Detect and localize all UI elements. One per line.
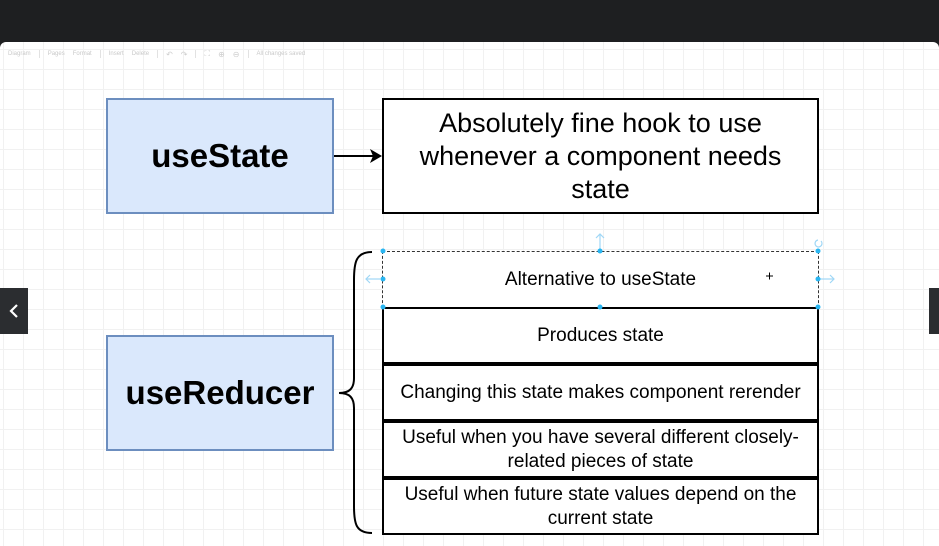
- list-item-produces-state[interactable]: Produces state: [382, 307, 819, 364]
- selection-handles[interactable]: [365, 233, 835, 284]
- toolbar-separator: [195, 50, 197, 58]
- cursor-icon: [766, 272, 773, 280]
- toolbar-item-delete[interactable]: Delete: [131, 51, 150, 57]
- zoom-out-icon[interactable]: ⊖: [232, 49, 240, 59]
- toolbar-separator: [157, 50, 159, 58]
- toolbar-item-format[interactable]: Format: [72, 51, 92, 57]
- list-item-related-state[interactable]: Useful when you have several different c…: [382, 421, 819, 478]
- use-state-title: useState: [151, 137, 289, 174]
- curly-brace[interactable]: [338, 251, 373, 534]
- list-item-text: Produces state: [537, 324, 664, 346]
- rotate-icon: [814, 239, 823, 248]
- use-state-description: Absolutely fine hook to use whenever a c…: [419, 107, 782, 204]
- fullscreen-icon[interactable]: ⛶: [204, 49, 211, 58]
- list-item-alternative[interactable]: Alternative to useState: [382, 251, 819, 308]
- list-item-text: Alternative to useState: [504, 268, 697, 290]
- chevron-left-icon: [9, 304, 18, 318]
- window-top-bar: [0, 0, 939, 42]
- prev-slide-button[interactable]: [0, 288, 28, 334]
- save-status: All changes saved: [256, 51, 306, 57]
- use-state-description-box[interactable]: Absolutely fine hook to use whenever a c…: [382, 98, 819, 214]
- redo-icon[interactable]: ↷: [180, 49, 188, 59]
- toolbar-item-insert[interactable]: Insert: [108, 51, 124, 57]
- toolbar-item-pages[interactable]: Pages: [47, 51, 65, 57]
- list-item-rerender[interactable]: Changing this state makes component rere…: [382, 364, 819, 421]
- use-reducer-title: useReducer: [125, 374, 315, 411]
- list-item-text: Useful when future state values depend o…: [404, 483, 797, 529]
- use-state-box[interactable]: useState: [106, 98, 334, 214]
- toolbar-item-diagram[interactable]: Diagram: [8, 51, 31, 57]
- next-slide-button[interactable]: [929, 288, 939, 334]
- toolbar-separator: [38, 50, 40, 58]
- use-reducer-box[interactable]: useReducer: [106, 335, 334, 451]
- toolbar-separator: [99, 50, 101, 58]
- list-item-future-state[interactable]: Useful when future state values depend o…: [382, 478, 819, 535]
- list-item-text: Changing this state makes component rere…: [400, 381, 801, 403]
- arrow-connector[interactable]: [334, 149, 382, 163]
- toolbar-separator: [247, 50, 249, 58]
- editor-toolbar: Diagram Pages Format Insert Delete ↶ ↷ ⛶…: [8, 49, 305, 59]
- zoom-in-icon[interactable]: ⊕: [218, 49, 225, 59]
- list-item-text: Useful when you have several different c…: [402, 426, 799, 472]
- undo-icon[interactable]: ↶: [166, 49, 173, 59]
